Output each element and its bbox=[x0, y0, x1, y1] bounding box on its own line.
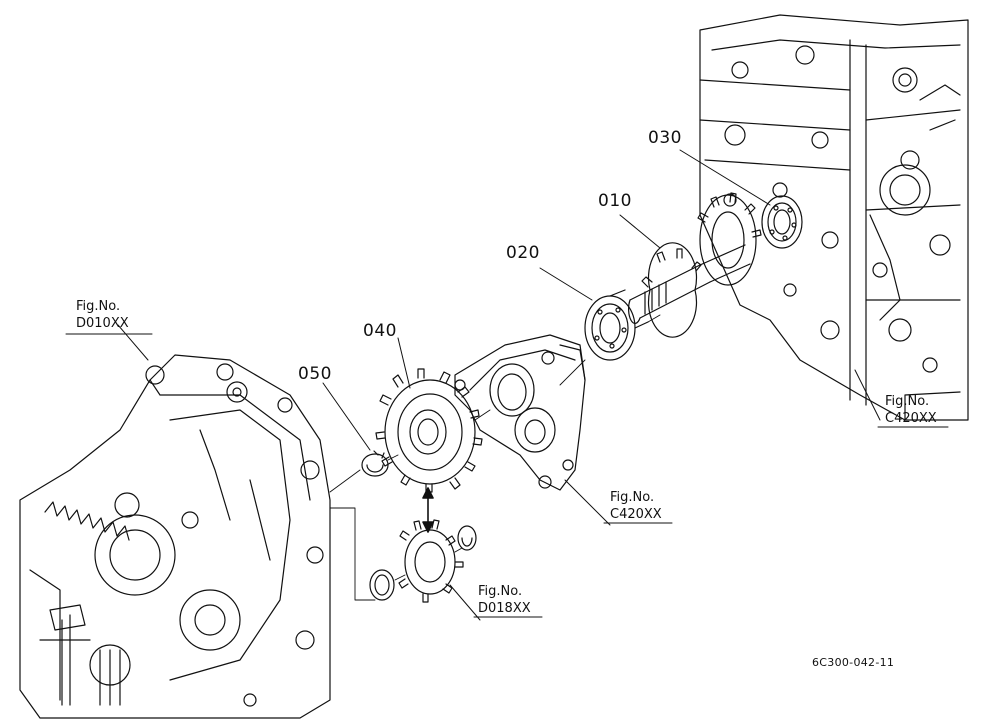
figref-c420-right-line1: Fig.No. bbox=[885, 394, 930, 409]
callout-050: 050 bbox=[298, 364, 332, 384]
figref-d010: Fig.No. D010XX bbox=[76, 298, 129, 332]
snap-ring-050 bbox=[361, 450, 389, 477]
right-transmission-housing bbox=[699, 14, 969, 421]
shaft-010 bbox=[628, 192, 762, 338]
figref-d018-line2: D018XX bbox=[478, 601, 531, 616]
bearing-020 bbox=[584, 289, 649, 361]
lower-ring-right bbox=[457, 525, 477, 551]
figref-c420-right-line2: C420XX bbox=[885, 411, 937, 426]
figref-c420-center-line2: C420XX bbox=[610, 507, 662, 522]
figref-d010-line2: D010XX bbox=[76, 316, 129, 331]
left-transmission-housing bbox=[19, 354, 331, 719]
callout-040: 040 bbox=[363, 321, 397, 341]
lower-ring-left bbox=[369, 569, 395, 601]
label-underlines bbox=[65, 333, 949, 618]
figref-c420-right: Fig.No. C420XX bbox=[885, 393, 937, 427]
figref-d018-line1: Fig.No. bbox=[478, 584, 523, 599]
figref-d010-line1: Fig.No. bbox=[76, 299, 121, 314]
mesh-arrow bbox=[422, 487, 434, 533]
lower-gear bbox=[398, 519, 464, 603]
leader-lines bbox=[117, 149, 881, 621]
callout-030: 030 bbox=[648, 128, 682, 148]
figref-d018: Fig.No. D018XX bbox=[478, 583, 531, 617]
callout-020: 020 bbox=[506, 243, 540, 263]
drawing-code: 6C300-042-11 bbox=[812, 656, 895, 669]
spring bbox=[44, 501, 130, 541]
callout-010: 010 bbox=[598, 191, 632, 211]
gear-040 bbox=[375, 368, 483, 493]
figref-c420-center-line1: Fig.No. bbox=[610, 490, 655, 505]
bearing-030 bbox=[761, 195, 803, 249]
assembly-axis-lines bbox=[329, 314, 661, 601]
figref-c420-center: Fig.No. C420XX bbox=[610, 489, 662, 523]
